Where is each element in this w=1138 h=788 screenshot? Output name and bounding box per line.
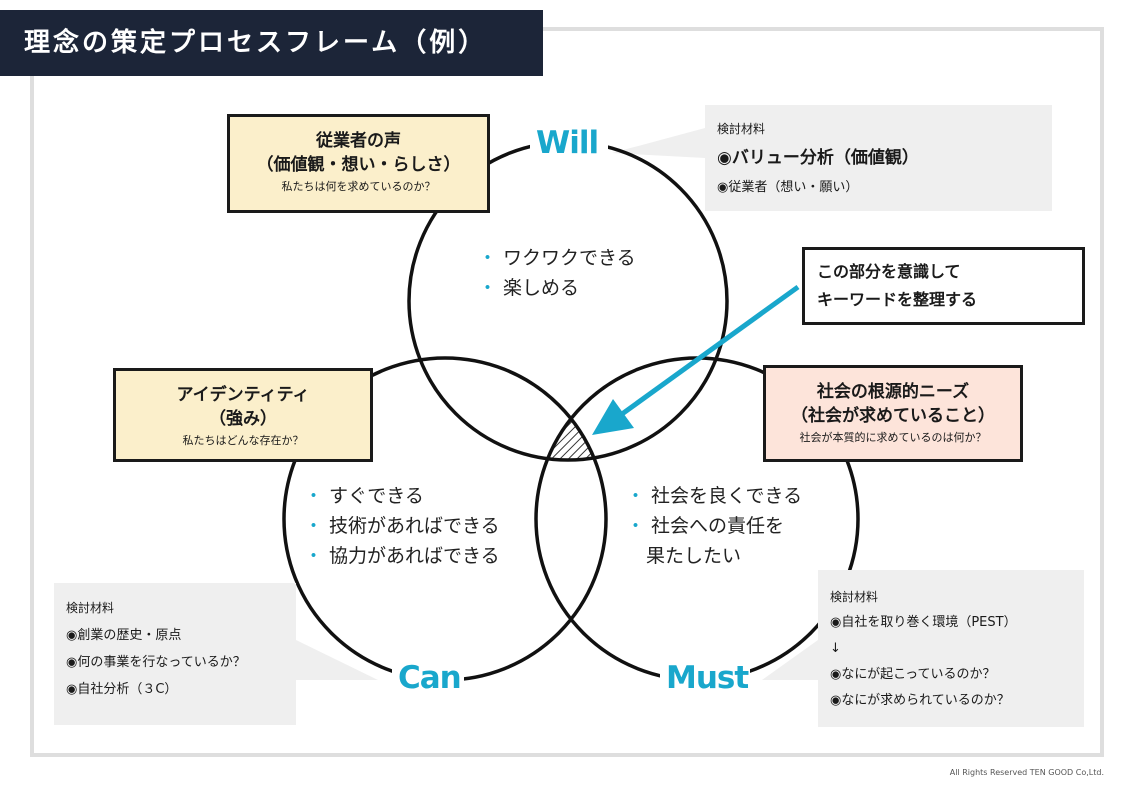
employee-box-title: 従業者の声 — [316, 131, 401, 151]
must-note: 検討材料 ◉自社を取り巻く環境（PEST） ↓ ◉なにが起こっているのか？ ◉な… — [818, 570, 1084, 727]
callout-box: この部分を意識して キーワードを整理する — [802, 247, 1085, 325]
must-label: Must — [666, 660, 749, 696]
employee-box-subtitle: （価値観・想い・らしさ） — [256, 155, 461, 175]
identity-box-question: 私たちはどんな存在か？ — [182, 434, 304, 447]
identity-box-title: アイデンティティ — [176, 385, 310, 405]
employee-voice-box: 従業者の声 （価値観・想い・らしさ） 私たちは何を求めているのか？ — [227, 114, 490, 213]
bullet-mark: ・ — [304, 515, 324, 537]
bullet-mark: ・ — [304, 545, 324, 567]
bullet-mark: ・ — [478, 277, 498, 299]
will-note-tail — [612, 128, 705, 158]
will-bullets: ・ワクワクできる ・楽しめる — [478, 243, 636, 303]
will-note-line: ◉バリュー分析（価値観） — [717, 148, 919, 168]
bullet-mark: ・ — [626, 485, 646, 507]
list-item: ・協力があればできる — [304, 545, 500, 567]
can-note: 検討材料 ◉創業の歴史・原点 ◉何の事業を行なっているか？ ◉自社分析（３C） — [54, 583, 296, 725]
will-note-heading: 検討材料 — [717, 122, 766, 136]
social-box-question: 社会が本質的に求めているのは何か？ — [799, 431, 987, 444]
can-note-line: ◉自社分析（３C） — [66, 682, 178, 697]
copyright: All Rights Reserved TEN GOOD Co,Ltd. — [949, 768, 1104, 777]
diagram-frame — [30, 27, 1104, 757]
list-item: ・技術があればできる — [304, 515, 500, 537]
social-box-title: 社会の根源的ニーズ — [816, 382, 970, 402]
must-note-line: ↓ — [830, 641, 841, 656]
list-item: ・楽しめる — [478, 277, 580, 299]
page-title: 理念の策定プロセスフレーム（例） — [0, 10, 543, 76]
bullet-mark: ・ — [626, 515, 646, 537]
must-bullets: ・社会を良くできる ・社会への責任を 果たしたい — [626, 481, 802, 571]
must-note-line: ◉自社を取り巻く環境（PEST） — [830, 615, 1017, 630]
callout-line: キーワードを整理する — [817, 290, 978, 309]
social-box-subtitle: （社会が求めていること） — [791, 406, 995, 426]
must-note-line: ◉なにが起こっているのか？ — [830, 667, 996, 682]
list-item: 果たしたい — [646, 545, 742, 567]
list-item: ・社会を良くできる — [626, 485, 803, 507]
employee-box-question: 私たちは何を求めているのか？ — [281, 180, 436, 193]
must-note-heading: 検討材料 — [830, 590, 879, 604]
identity-box-subtitle: （強み） — [209, 409, 277, 429]
pointer-arrow — [620, 284, 800, 417]
can-note-line: ◉何の事業を行なっているか？ — [66, 655, 246, 670]
list-item: ・ワクワクできる — [478, 247, 636, 269]
callout-line: この部分を意識して — [817, 262, 961, 281]
can-note-heading: 検討材料 — [66, 601, 115, 615]
must-note-line: ◉なにが求められているのか？ — [830, 693, 1010, 708]
pointer-arrowhead — [592, 399, 634, 435]
can-bullets: ・すぐできる ・技術があればできる ・協力があればできる — [304, 481, 500, 571]
can-label: Can — [398, 660, 462, 696]
will-note: 検討材料 ◉バリュー分析（価値観） ◉従業者（想い・願い） — [705, 105, 1052, 211]
must-note-tail — [762, 640, 818, 680]
list-item: ・すぐできる — [304, 485, 424, 507]
social-needs-box: 社会の根源的ニーズ （社会が求めていること） 社会が本質的に求めているのは何か？ — [763, 365, 1023, 462]
bullet-mark: ・ — [304, 485, 324, 507]
can-note-tail — [296, 640, 378, 680]
list-item: ・社会への責任を — [626, 515, 785, 537]
will-label: Will — [536, 125, 599, 161]
can-note-line: ◉創業の歴史・原点 — [66, 628, 182, 643]
will-note-line: ◉従業者（想い・願い） — [717, 180, 859, 195]
bullet-mark: ・ — [478, 247, 498, 269]
identity-box: アイデンティティ （強み） 私たちはどんな存在か？ — [113, 368, 373, 462]
